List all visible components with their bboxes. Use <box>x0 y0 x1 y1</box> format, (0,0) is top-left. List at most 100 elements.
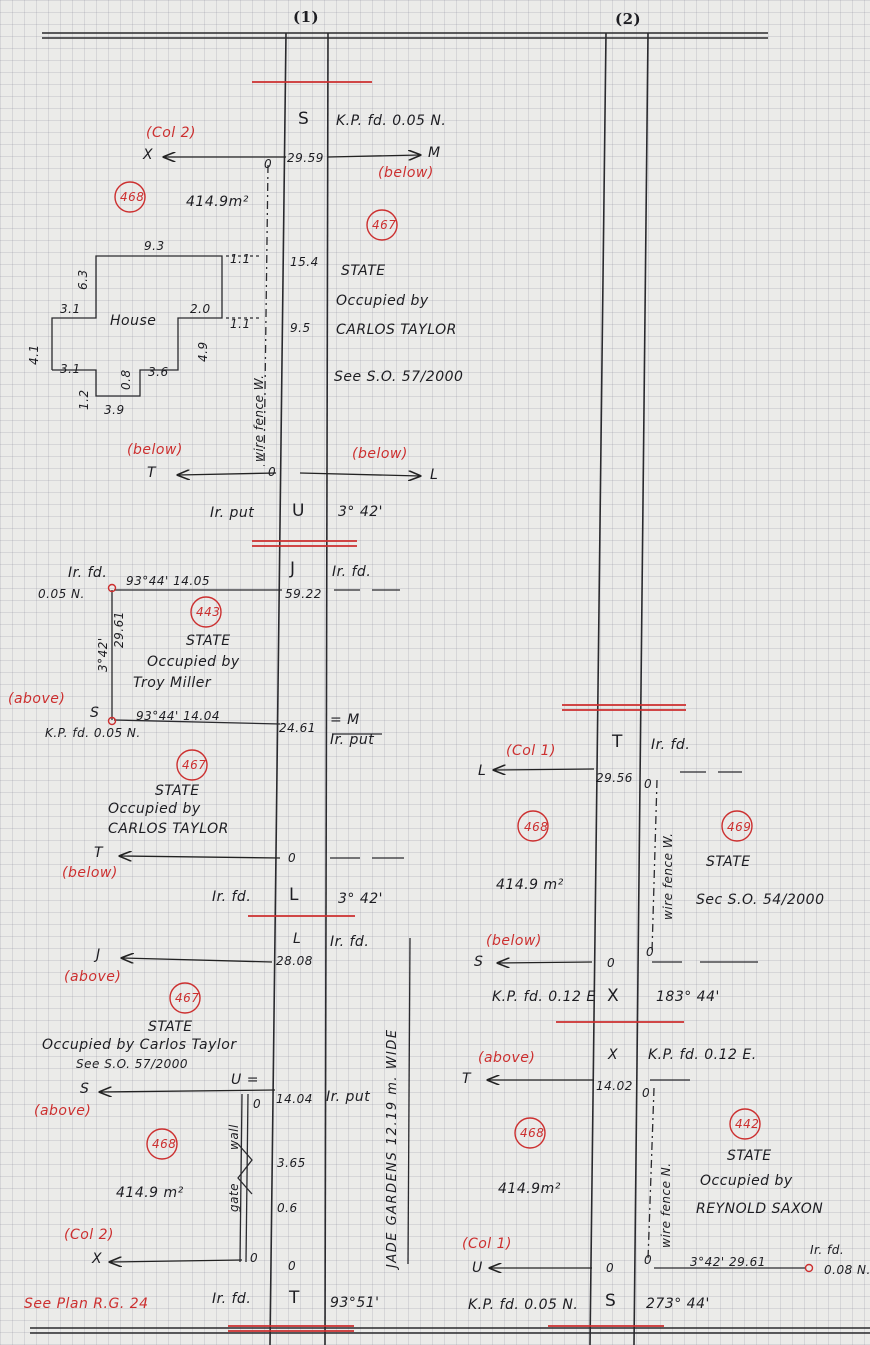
lot-468-number-2: 468 <box>152 1137 177 1151</box>
kp-found-note: K.P. fd. 0.05 N. <box>336 113 447 129</box>
owner-name-c2: REYNOLD SAXON <box>696 1201 824 1217</box>
above-ref-2: (above) <box>64 969 122 985</box>
state-label-c2: STATE <box>706 854 751 870</box>
lot-467-number: 467 <box>372 218 397 232</box>
iron-put-3: Ir. put <box>326 1089 371 1105</box>
iron-found-2: Ir. fd. <box>212 889 252 905</box>
column-2-header: (2) <box>615 10 642 28</box>
iron-found-c2: Ir. fd. <box>651 737 691 753</box>
above-ref-3: (above) <box>34 1103 92 1119</box>
dim-9-3: 9.3 <box>144 239 165 253</box>
offset-m-label: M <box>428 145 441 161</box>
station-l-2: L <box>293 931 302 947</box>
below-ref-c2: (below) <box>486 933 542 949</box>
offset-9-5: 9.5 <box>290 321 311 335</box>
owner-name: CARLOS TAYLOR <box>336 322 457 338</box>
lot-area-c2: 414.9 m² <box>496 877 564 893</box>
chainage-1402: 14.02 <box>596 1079 633 1093</box>
state-label-4: STATE <box>148 1019 193 1035</box>
below-ref-l: (below) <box>352 446 408 462</box>
road-label: JADE GARDENS 12.19 m. WIDE <box>385 1028 400 1268</box>
see-plan-note: See Plan R.G. 24 <box>24 1296 149 1312</box>
bearing-93-51: 93°51' <box>330 1295 380 1311</box>
bearing-dist-2: 93°44' 14.04 <box>136 709 221 723</box>
occupied-by-3: Occupied by <box>108 801 201 817</box>
dim-0-6: 0.6 <box>277 1201 298 1215</box>
zero-b: 0 <box>250 1251 259 1265</box>
lot-467-number-3: 467 <box>175 991 200 1005</box>
dim-4-9: 4.9 <box>196 341 210 362</box>
offset-s-c2: S <box>474 954 484 970</box>
occupied-by: Occupied by <box>336 293 429 309</box>
chainage-2959: 29.59 <box>287 151 324 165</box>
below-ref-t: (below) <box>127 442 183 458</box>
owner-name-2: Troy Miller <box>133 675 212 691</box>
state-label-c2-2: STATE <box>727 1148 772 1164</box>
wire-fence-c2-2: wire fence N. <box>659 1162 673 1248</box>
zero-c2: 0 <box>644 777 653 791</box>
u-equals: U = <box>231 1072 259 1088</box>
offset-s: S <box>80 1081 90 1097</box>
offset-j: J <box>96 947 101 963</box>
iron-found-1: Ir. fd. <box>68 565 108 581</box>
chainage-5922: 59.22 <box>285 587 322 601</box>
dim-3-65: 3.65 <box>277 1156 306 1170</box>
station-s-small: S <box>90 705 100 721</box>
offset-0-08n: 0.08 N. <box>824 1263 870 1277</box>
zero-c: 0 <box>288 1259 297 1273</box>
state-label: STATE <box>341 263 386 279</box>
col2-ref-2: (Col 2) <box>64 1227 115 1243</box>
state-label-3: STATE <box>155 783 200 799</box>
zero-wall: 0 <box>253 1097 262 1111</box>
zero-c2-6: 0 <box>644 1253 653 1267</box>
bearing-3-42-b: 3° 42' <box>338 891 384 907</box>
zero-c2-4: 0 <box>642 1086 651 1100</box>
iron-found-c2-2: Ir. fd. <box>810 1243 845 1257</box>
station-u: U <box>292 501 305 521</box>
lot-467-number-2: 467 <box>182 758 207 772</box>
station-s-c2: S <box>605 1291 617 1311</box>
zero-c2-5: 0 <box>606 1261 615 1275</box>
offset-x-2: X <box>92 1251 103 1267</box>
station-j: J <box>290 559 296 579</box>
offset-15-4: 15.4 <box>290 255 319 269</box>
owner-name-3: CARLOS TAYLOR <box>108 821 229 837</box>
col1-ref: (Col 1) <box>506 743 557 759</box>
below-ref: (below) <box>378 165 434 181</box>
below-ref-2: (below) <box>62 865 118 881</box>
gate-label: gate <box>227 1182 241 1212</box>
offset-t-2: T <box>94 845 104 861</box>
lot-area: 414.9m² <box>186 194 249 210</box>
chainage-1404: 14.04 <box>276 1092 313 1106</box>
offset-t-label: T <box>147 465 157 481</box>
station-x-c2: X <box>607 986 620 1006</box>
above-ref-c2: (above) <box>478 1050 536 1066</box>
bearing-183-44: 183° 44' <box>656 989 720 1005</box>
lot-area-2: 414.9 m² <box>116 1185 184 1201</box>
zero-c2-3: 0 <box>646 945 655 959</box>
wire-fence-c2: wire fence W. <box>661 832 675 921</box>
dim-4-1: 4.1 <box>27 344 41 365</box>
offset-x-label: X <box>143 147 154 163</box>
dim-2-0: 2.0 <box>190 302 211 316</box>
bearing-dist-1: 93°44' 14.05 <box>126 574 211 588</box>
dim-1-2: 1.2 <box>77 389 91 410</box>
bearing-3-42: 3° 42' <box>338 504 384 520</box>
occupied-by-4: Occupied by Carlos Taylor <box>42 1037 237 1053</box>
iron-put-label: Ir. put <box>210 505 255 521</box>
state-label-2: STATE <box>186 633 231 649</box>
see-so-reference: See S.O. 57/2000 <box>334 369 464 385</box>
zero-mark-3: 0 <box>288 851 297 865</box>
offset-l-label: L <box>430 467 439 483</box>
wall-label: wall <box>227 1124 241 1150</box>
iron-put-2: Ir. put <box>330 732 375 748</box>
offset-l-c2: L <box>478 763 487 779</box>
iron-found-right: Ir. fd. <box>332 564 372 580</box>
column-1-header: (1) <box>293 8 320 26</box>
dim-1-1b: 1.1 <box>230 317 251 331</box>
dim-3-6: 3.6 <box>148 365 169 379</box>
equals-m: = M <box>330 712 360 728</box>
chainage-2461: 24.61 <box>279 721 316 735</box>
dim-6-3: 6.3 <box>76 269 90 290</box>
